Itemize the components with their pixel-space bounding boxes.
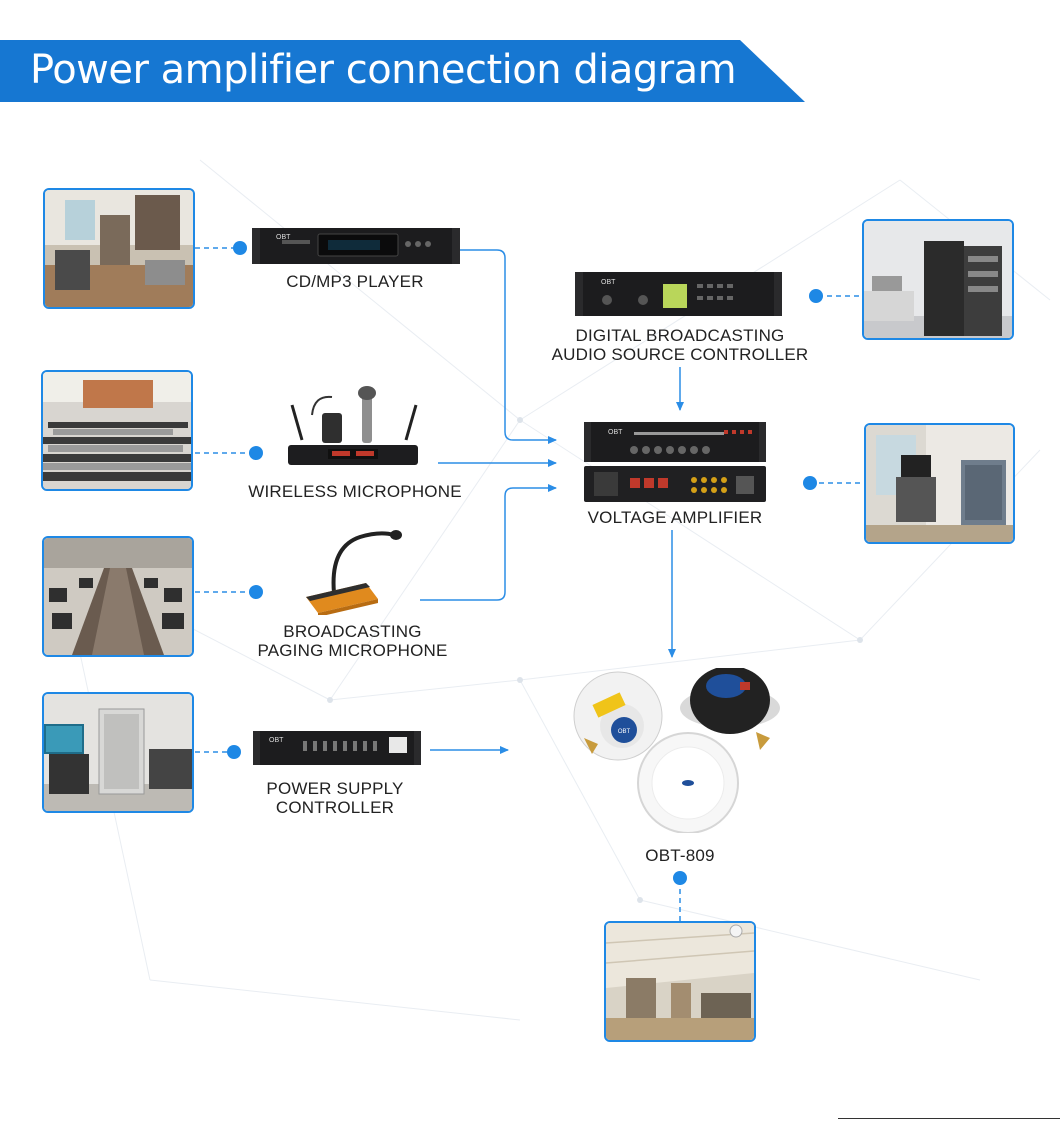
power-supply-label-line2: CONTROLLER bbox=[275, 798, 395, 817]
node-dot-cd bbox=[233, 241, 247, 255]
controller-brand-text: OBT bbox=[601, 279, 616, 286]
cd-mp3-player-device: OBT bbox=[252, 228, 460, 264]
amplifier-brand-text: OBT bbox=[608, 429, 623, 436]
footer-rule bbox=[838, 1118, 1060, 1119]
photo-control-room bbox=[43, 188, 195, 309]
paging-microphone-label-line2: PAGING MICROPHONE bbox=[257, 641, 448, 660]
paging-microphone-device bbox=[306, 530, 402, 615]
voltage-amplifier-device: OBT bbox=[584, 422, 766, 502]
wireless-microphone-label: WIRELESS MICROPHONE bbox=[248, 482, 462, 501]
node-dot-power bbox=[227, 745, 241, 759]
audio-controller-label-line2: AUDIO SOURCE CONTROLLER bbox=[551, 345, 809, 364]
node-dot-wireless bbox=[249, 446, 263, 460]
cd-brand-text: OBT bbox=[276, 234, 291, 241]
paging-microphone-label: BROADCASTING PAGING MICROPHONE bbox=[240, 622, 465, 660]
paging-microphone-label-line1: BROADCASTING bbox=[283, 622, 422, 641]
photo-equipment-room bbox=[42, 692, 194, 813]
wireless-microphone-device bbox=[288, 386, 418, 465]
title-banner bbox=[0, 40, 805, 102]
page-title: Power amplifier connection diagram bbox=[30, 47, 737, 93]
node-dot-paging bbox=[249, 585, 263, 599]
node-dot-controller bbox=[809, 289, 823, 303]
photo-office-cabinet bbox=[864, 423, 1015, 544]
speaker-label: OBT-809 bbox=[645, 846, 715, 865]
node-dot-speaker bbox=[673, 871, 687, 885]
audio-source-controller-device: OBT bbox=[575, 272, 782, 316]
photo-rack-room bbox=[862, 219, 1014, 340]
node-dot-amplifier bbox=[803, 476, 817, 490]
power-supply-label-line1: POWER SUPPLY bbox=[266, 779, 404, 798]
audio-source-controller-label: DIGITAL BROADCASTING AUDIO SOURCE CONTRO… bbox=[535, 326, 825, 364]
power-supply-controller-device: OBT bbox=[253, 731, 421, 765]
cd-mp3-player-label: CD/MP3 PLAYER bbox=[286, 272, 424, 291]
photo-classroom bbox=[41, 370, 193, 491]
photo-conference-room bbox=[42, 536, 194, 657]
voltage-amplifier-label: VOLTAGE AMPLIFIER bbox=[587, 508, 763, 527]
photo-office-hall bbox=[604, 921, 756, 1042]
speaker-back-badge: OBT bbox=[618, 729, 631, 735]
audio-controller-label-line1: DIGITAL BROADCASTING bbox=[575, 326, 785, 345]
power-brand-text: OBT bbox=[269, 737, 284, 744]
ceiling-speaker-device: OBT bbox=[573, 668, 780, 833]
power-supply-controller-label: POWER SUPPLY CONTROLLER bbox=[230, 779, 440, 817]
